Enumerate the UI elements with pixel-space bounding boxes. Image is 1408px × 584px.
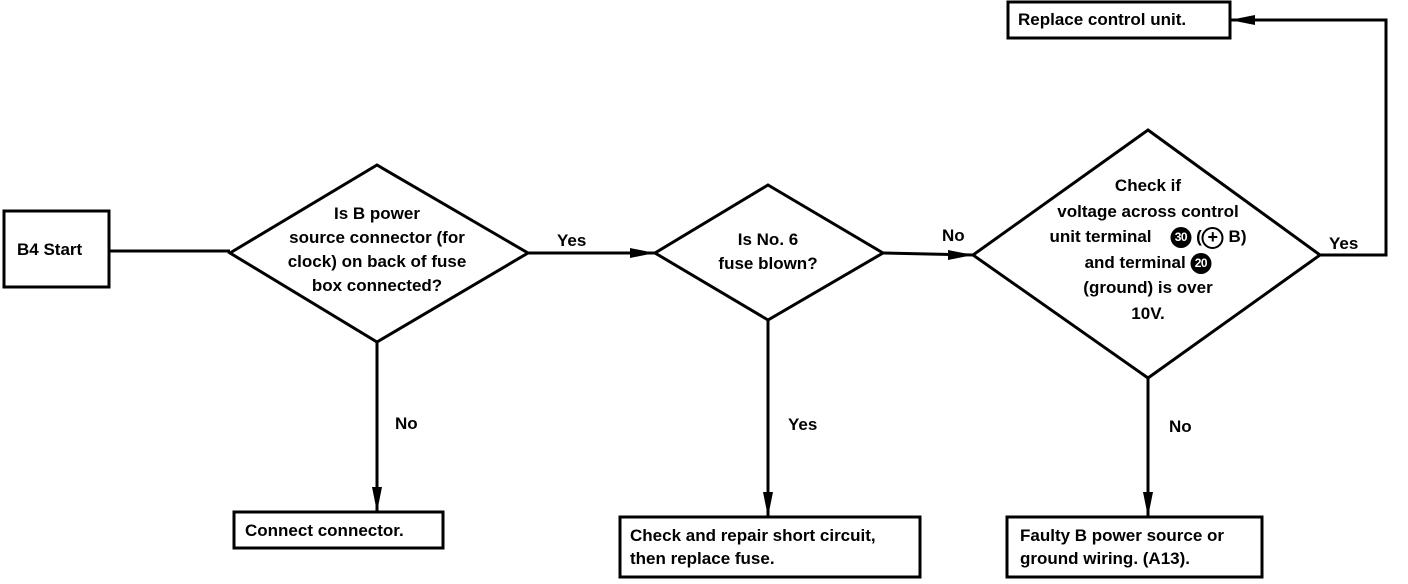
terminal-20-badge: 20 bbox=[1190, 252, 1212, 274]
decision-1-line: source connector (for bbox=[289, 228, 465, 247]
arrowhead-d2-no bbox=[948, 250, 973, 260]
arrowhead-d1-yes bbox=[630, 248, 655, 258]
repair-text: Check and repair short circuit, then rep… bbox=[630, 524, 876, 570]
decision-3-line-3-text: unit terminal bbox=[1049, 227, 1152, 246]
decision-3-line-5: (ground) is over bbox=[1083, 278, 1213, 297]
edge-label-d2-no: No bbox=[942, 226, 965, 245]
decision-3-line-4: and terminal 20 bbox=[1049, 250, 1246, 276]
decision-1-line: clock) on back of fuse bbox=[287, 252, 467, 271]
faulty-text: Faulty B power source or ground wiring. … bbox=[1020, 524, 1224, 570]
decision-2-text: Is No. 6 fuse blown? bbox=[718, 228, 817, 276]
faulty-box bbox=[1005, 515, 1264, 579]
edge-label-d3-yes: Yes bbox=[1329, 234, 1359, 253]
arrowhead-d3-no bbox=[1143, 492, 1153, 517]
decision-1-line: box connected? bbox=[311, 276, 443, 295]
faulty-line-1: Faulty B power source or bbox=[1020, 526, 1225, 545]
start-box bbox=[2, 209, 111, 289]
connect-box bbox=[232, 510, 445, 550]
arrowhead-d1-no bbox=[372, 487, 382, 512]
repair-line-2: then replace fuse. bbox=[630, 549, 775, 568]
replace-text: Replace control unit. bbox=[1018, 10, 1187, 29]
decision-2-line: fuse blown? bbox=[718, 254, 818, 273]
connect-text: Connect connector. bbox=[245, 521, 404, 540]
open-paren: ( bbox=[1196, 227, 1202, 246]
repair-line-1: Check and repair short circuit, bbox=[630, 526, 876, 545]
edge-label-d2-yes: Yes bbox=[788, 415, 818, 434]
decision-3-line-1: Check if bbox=[1114, 176, 1182, 195]
decision-3-line-3-suffix: B) bbox=[1228, 227, 1247, 246]
decision-3-line-2: voltage across control bbox=[1057, 201, 1239, 221]
edge-label-d3-no: No bbox=[1169, 417, 1192, 436]
decision-3-line-4-text: and terminal bbox=[1084, 252, 1186, 272]
faulty-line-2: ground wiring. (A13). bbox=[1020, 549, 1190, 568]
decision-1-text: Is B power source connector (for clock) … bbox=[288, 202, 467, 298]
start-label: B4 Start bbox=[17, 240, 83, 259]
arrowhead-d3-yes bbox=[1230, 15, 1255, 25]
edge-label-d1-yes: Yes bbox=[557, 231, 587, 250]
plus-circle-icon: + bbox=[1201, 226, 1224, 249]
decision-3-line-3: unit terminal 30 (+ B) bbox=[1049, 224, 1247, 250]
terminal-30-badge: 30 bbox=[1170, 227, 1192, 249]
arrowhead-d2-yes bbox=[763, 492, 773, 517]
decision-3-text: Check if voltage across control unit ter… bbox=[1049, 173, 1246, 326]
edge-label-d1-no: No bbox=[395, 414, 418, 433]
decision-2-line: Is No. 6 bbox=[737, 230, 799, 249]
repair-box bbox=[618, 515, 922, 579]
decision-1-line: Is B power bbox=[334, 204, 420, 223]
decision-3-line-6: 10V. bbox=[1131, 303, 1165, 323]
d3-yes-line bbox=[1230, 18, 1388, 257]
